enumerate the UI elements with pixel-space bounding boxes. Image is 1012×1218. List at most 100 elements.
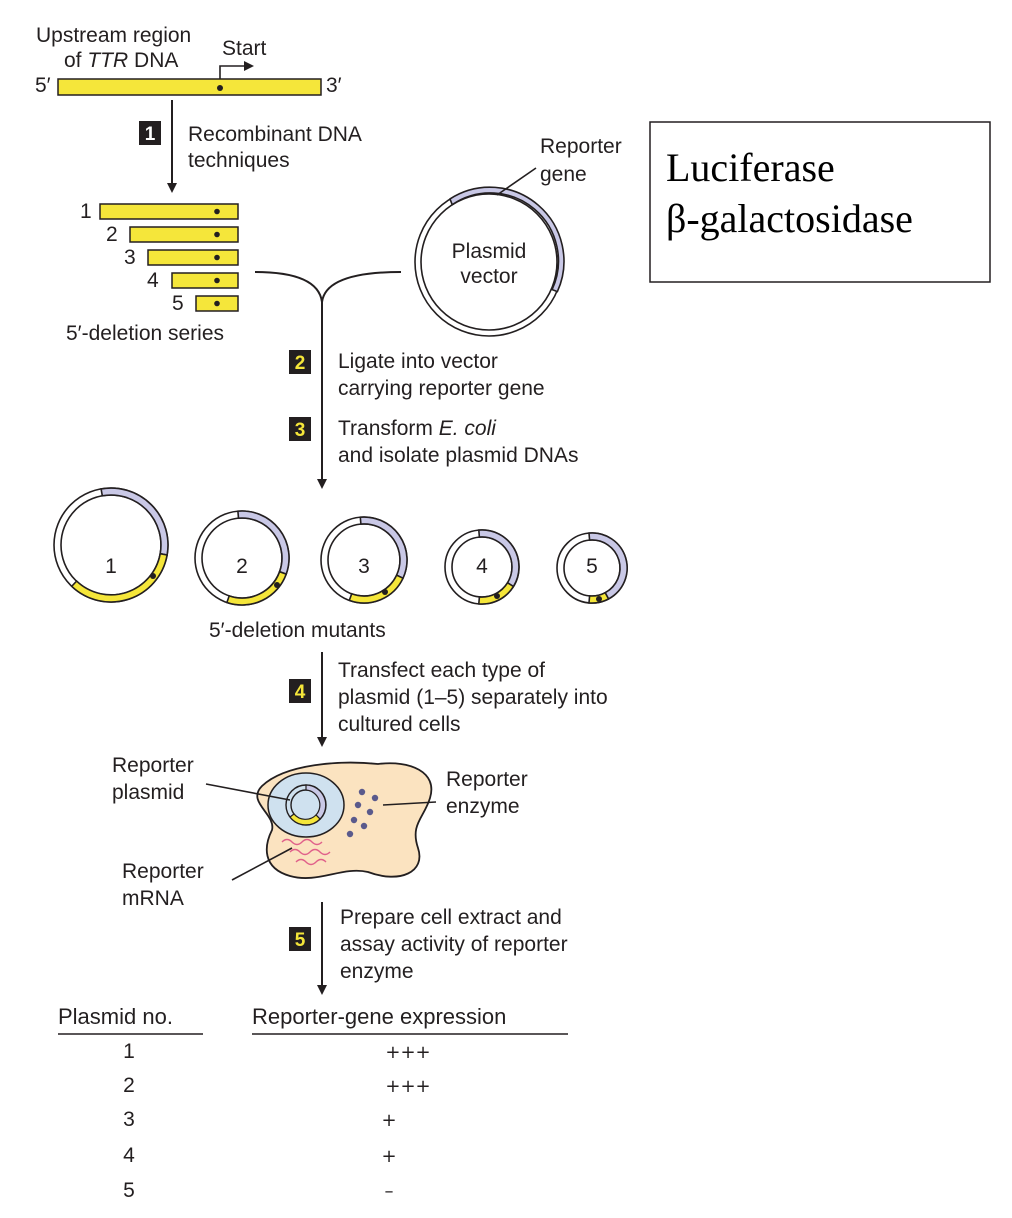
reporter-plasmid-label-line2: plasmid	[112, 781, 184, 804]
enzyme-dot-6	[360, 822, 368, 830]
upstream-dna-section: Upstream region of TTR DNA 5′ 3′ Start	[35, 24, 342, 97]
reporter-mrna-label-line2: mRNA	[122, 887, 184, 910]
enzyme-dot-1	[358, 788, 366, 796]
table-row-2-expr: +++	[385, 1076, 430, 1097]
step2-text-line1: Ligate into vector	[338, 350, 498, 373]
enzyme-dot-3	[354, 801, 362, 809]
deletion-mutants: 1 2 3 4	[53, 487, 628, 642]
enzyme-dot-5	[350, 816, 358, 824]
step4-text-line2: plasmid (1–5) separately into	[338, 686, 608, 709]
step2-text-line2: carrying reporter gene	[338, 377, 545, 400]
table-row-1-no: 1	[123, 1040, 135, 1063]
reporter-gene-leader	[496, 167, 537, 196]
deletion-number-4: 4	[147, 269, 159, 292]
mutant-4-dot	[494, 593, 500, 599]
step4-number: 4	[295, 682, 306, 703]
table-row-4-no: 4	[123, 1144, 135, 1167]
table-row-4-expr: +	[381, 1146, 396, 1167]
table-row-3-expr: +	[381, 1110, 396, 1131]
upstream-label-line1: Upstream region	[36, 24, 191, 47]
fragment-dot-3	[214, 254, 220, 261]
step4-text-line3: cultured cells	[338, 713, 461, 736]
table-header-plasmid-no: Plasmid no.	[58, 1004, 173, 1029]
reporter-mrna-squiggles	[281, 838, 331, 866]
mutant-plasmid-5: 5	[556, 532, 628, 604]
mutant-3-dot	[382, 589, 388, 595]
reporter-mrna-label-line1: Reporter	[122, 860, 204, 883]
step2-number: 2	[295, 353, 306, 374]
start-site-dot	[217, 85, 223, 91]
fragment-dot-5	[214, 300, 220, 307]
step5-number: 5	[295, 930, 306, 951]
table-header-expression: Reporter-gene expression	[252, 1004, 506, 1029]
deletion-series: 1 2 3 4 5 5′-deletion series	[66, 200, 239, 345]
three-prime-label: 3′	[326, 74, 342, 97]
enzyme-dot-7	[346, 830, 354, 838]
mutant-3-insert	[348, 574, 405, 604]
step1-text-line2: techniques	[188, 149, 290, 172]
mrna-1	[281, 838, 323, 846]
enzyme-dot-2	[371, 794, 379, 802]
table-row-1-expr: +++	[385, 1042, 430, 1063]
reporter-enzyme-leader	[382, 801, 437, 806]
merge-curve-right	[321, 271, 402, 303]
deletion-number-3: 3	[124, 246, 136, 269]
upstream-label-line2: of TTR DNA	[64, 49, 178, 72]
reporter-gene-arc	[449, 186, 565, 293]
mutant-plasmid-4: 4	[444, 529, 520, 605]
reporter-plasmid-label-line1: Reporter	[112, 754, 194, 777]
reporter-gene-label-line1: Reporter	[540, 135, 622, 158]
deletion-fragment-4	[171, 272, 239, 289]
step5-text-line1: Prepare cell extract and	[340, 906, 562, 929]
mutant-plasmid-1: 1	[53, 487, 169, 603]
reporter-enzyme-dots	[346, 788, 379, 838]
mutant-2-insert	[225, 570, 288, 606]
step5-text-line3: enzyme	[340, 960, 414, 983]
table-row-5-expr: –	[385, 1181, 394, 1202]
mutant-1-dot	[150, 573, 156, 579]
start-arrow	[219, 65, 246, 79]
reporter-plasmid-leader	[205, 783, 291, 801]
mutant-4-insert	[477, 581, 515, 605]
fragment-dot-2	[214, 231, 220, 238]
start-label: Start	[222, 37, 267, 60]
reporter-mrna-leader	[231, 847, 293, 881]
step3-number: 3	[295, 420, 306, 441]
mutant-number-3: 3	[358, 555, 370, 578]
reporter-enzyme-label-line1: Reporter	[446, 768, 528, 791]
table-row-5-no: 5	[123, 1179, 135, 1202]
mutant-number-2: 2	[236, 555, 248, 578]
mutant-1-insert	[70, 552, 169, 603]
beta-galactosidase-label: β-galactosidase	[666, 196, 913, 241]
mutant-5-dot	[596, 596, 602, 602]
cultured-cell: Reporter plasmid Reporter enzyme Reporte…	[112, 754, 528, 910]
deletion-fragment-2	[129, 226, 239, 243]
step2-badge	[289, 350, 311, 374]
step3-text-line2: and isolate plasmid DNAs	[338, 444, 578, 467]
reporter-plasmid-insert-arc	[289, 813, 321, 826]
mutant-plasmid-3: 3	[320, 516, 408, 604]
start-arrow-head	[244, 61, 254, 71]
step5-text-line2: assay activity of reporter	[340, 933, 568, 956]
plasmid-vector-label-line1: Plasmid	[452, 240, 527, 263]
deletion-mutants-label: 5′-deletion mutants	[209, 619, 386, 642]
reporter-gene-label-line2: gene	[540, 163, 587, 186]
deletion-fragment-3	[147, 249, 239, 266]
mrna-3	[295, 858, 327, 866]
fragment-dot-1	[214, 208, 220, 215]
deletion-number-1: 1	[80, 200, 92, 223]
deletion-series-label: 5′-deletion series	[66, 322, 224, 345]
table-row-3-no: 3	[123, 1108, 135, 1131]
step1-number: 1	[145, 124, 156, 145]
plasmid-inner-ring	[420, 193, 558, 331]
luciferase-label: Luciferase	[666, 145, 835, 190]
step3-badge	[289, 417, 311, 441]
step3-text-line1: Transform E. coli	[338, 417, 497, 440]
mutant-1-reporter	[100, 487, 169, 556]
deletion-number-2: 2	[106, 223, 118, 246]
reporter-enzyme-label-line2: enzyme	[446, 795, 520, 818]
reporter-options-border	[649, 121, 991, 283]
results-table: Plasmid no. Reporter-gene expression 1 +…	[58, 1004, 568, 1202]
step5-badge	[289, 927, 311, 951]
